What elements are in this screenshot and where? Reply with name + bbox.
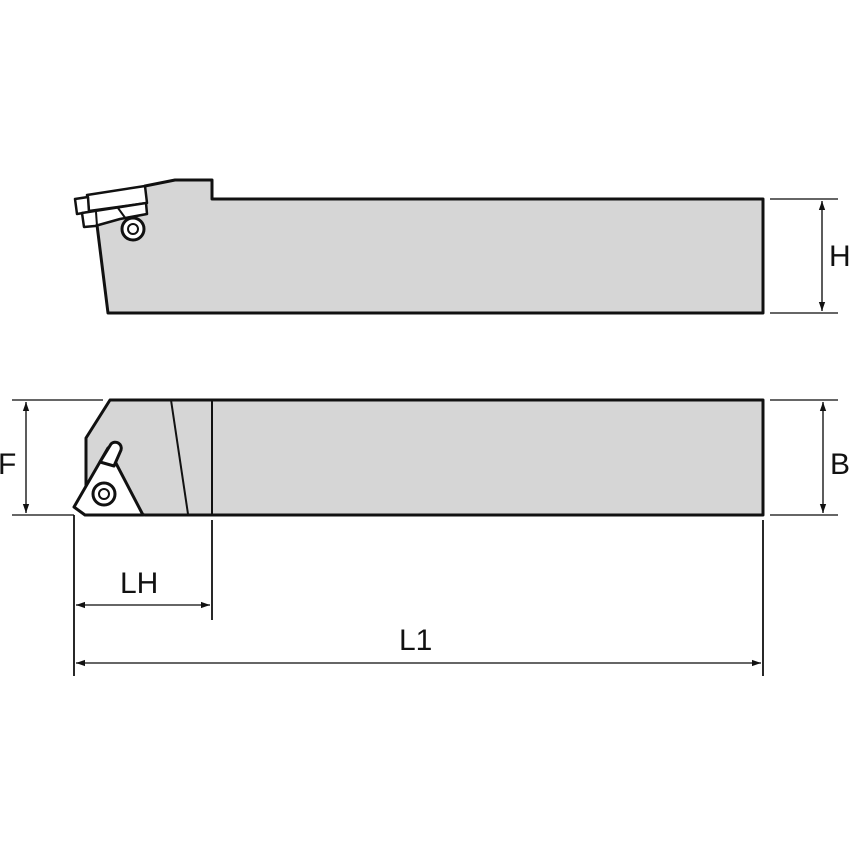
label-F: F bbox=[0, 448, 17, 481]
insert-screw-icon bbox=[91, 481, 117, 507]
label-B: B bbox=[830, 448, 851, 481]
dimension-LH bbox=[73, 515, 213, 676]
dimension-B bbox=[770, 399, 838, 516]
side-view-shank bbox=[95, 178, 765, 315]
dimension-H bbox=[770, 198, 838, 314]
side-view bbox=[73, 178, 765, 315]
label-LH: LH bbox=[120, 567, 159, 600]
top-view-shank bbox=[84, 398, 765, 517]
label-H: H bbox=[829, 240, 851, 273]
triangular-insert bbox=[72, 446, 145, 517]
screw-icon bbox=[120, 216, 146, 242]
label-L1: L1 bbox=[399, 624, 433, 657]
head-taper-line bbox=[170, 399, 189, 515]
dimension-F bbox=[12, 399, 103, 516]
dimension-L1 bbox=[76, 520, 764, 676]
clamp-pin bbox=[98, 440, 123, 468]
insert-side bbox=[80, 201, 149, 229]
top-view bbox=[72, 398, 765, 517]
